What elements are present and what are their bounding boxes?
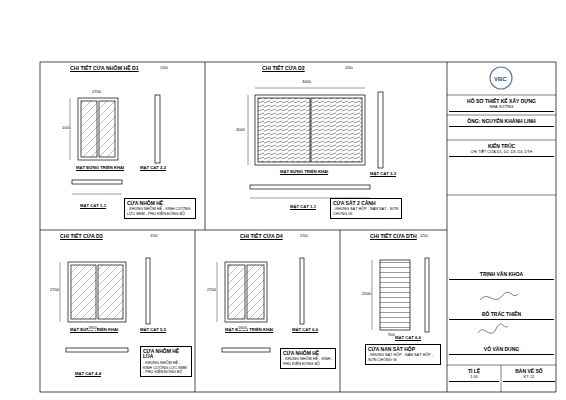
dimension-text: VBC xyxy=(494,76,507,82)
title-block-cell: HỒ SƠ THIẾT KẾ XÂY DỰNGNHÀ XƯỞNG xyxy=(449,97,554,112)
dimension-text: 1/50 xyxy=(420,234,428,238)
view-label: MẶT CẮT 4-4 xyxy=(75,372,101,376)
view-label: MẶT ĐỨNG TRIỂN KHAI xyxy=(225,328,273,332)
box-body: - KHUNG NHÔM HỆ - KÍNH - PHỤ KIỆN ĐỒNG B… xyxy=(283,357,333,366)
box-heading: CỬA NHÔM HỆ xyxy=(283,351,333,357)
detail-title: CHI TIẾT CỬA NHÔM HỆ D1 xyxy=(70,66,139,71)
dimension-text: 900 xyxy=(388,333,395,337)
dimension-text: 1000 xyxy=(62,126,71,130)
box-body: - KHUNG NHÔM HỆ - KÍNH CƯỜNG LỰC 8MM - P… xyxy=(127,207,193,216)
view-label: MẶT CẮT 1-1 xyxy=(80,204,106,208)
dimension-text: 2700 xyxy=(50,288,59,292)
title-block-cell: VÕ VĂN DUNG xyxy=(449,345,554,355)
dimension-text: 1800 xyxy=(88,326,97,330)
view-label: MẶT CẮT 6-6 xyxy=(292,328,318,332)
box-heading: KIẾN TRÚC xyxy=(451,144,552,150)
detail-title: CHI TIẾT CỬA D4 xyxy=(240,234,283,239)
box-body: NHÀ XƯỞNG xyxy=(451,105,552,110)
view-label: MẶT CẮT 3-3 xyxy=(370,172,396,176)
dimension-text: 2700 xyxy=(92,90,101,94)
box-heading: HỒ SƠ THIẾT KẾ XÂY DỰNG xyxy=(451,99,552,105)
title-block-cell: ĐỖ TRÁC THIÊN xyxy=(449,310,554,320)
spec-box: CỬA NHÔM HỆ- KHUNG NHÔM HỆ - KÍNH - PHỤ … xyxy=(280,348,336,369)
dimension-text: 1600 xyxy=(238,326,247,330)
box-body: KT: 21 xyxy=(505,375,553,380)
box-heading: TỈ LỆ xyxy=(451,369,497,375)
box-heading: CỬA SẮT 2 CÁNH xyxy=(333,201,399,207)
box-body: - KHUNG SẮT HỘP - NAN SẮT HỘP - SƠN CHỐN… xyxy=(368,353,438,362)
detail-title: CHI TIẾT CỬA D2 xyxy=(262,66,305,71)
dimension-text: 2700 xyxy=(207,288,216,292)
view-label: MẶT ĐỨNG TRIỂN KHAI xyxy=(76,166,124,170)
box-heading: ÔNG: NGUYỄN KHÁNH LINH xyxy=(451,119,552,125)
detail-title: CHI TIẾT CỬA DTH xyxy=(370,234,417,239)
view-label: MẶT CẮT 5-5 xyxy=(140,328,166,332)
box-heading: CỬA NHÔM HỆ xyxy=(127,201,193,207)
box-body: - KHUNG NHÔM HỆ - KÍNH CƯỜNG LỰC 8MM - P… xyxy=(143,361,189,375)
box-body: CHI TIẾT CỬA D1, D2, D3, D4, DTH xyxy=(451,150,552,155)
dimension-text: 2500 xyxy=(362,292,371,296)
dimension-text: 1/50 xyxy=(345,66,353,70)
box-heading: VÕ VĂN DUNG xyxy=(451,347,552,353)
dimension-text: 1/50 xyxy=(300,234,308,238)
box-heading: BẢN VẼ SỐ xyxy=(505,369,553,375)
dimension-text: 3000 xyxy=(302,80,311,84)
view-label: MẶT CẮT 2-2 xyxy=(140,166,166,170)
box-heading: CỬA NHÔM HỆ LÙA xyxy=(143,349,189,361)
title-block-cell: TỈ LỆ1:50 xyxy=(449,367,499,382)
box-heading: TRỊNH VĂN KHOA xyxy=(451,272,552,278)
dimension-text: 4000 xyxy=(236,128,245,132)
spec-box: CỬA NHÔM HỆ LÙA- KHUNG NHÔM HỆ - KÍNH CƯ… xyxy=(140,346,192,377)
spec-box: CỬA NAN SẮT HỘP- KHUNG SẮT HỘP - NAN SẮT… xyxy=(365,344,441,365)
title-block-cell: KIẾN TRÚCCHI TIẾT CỬA D1, D2, D3, D4, DT… xyxy=(449,142,554,157)
box-body: - KHUNG SẮT HỘP - NAN SẮT - SƠN CHỐNG GỈ xyxy=(333,207,399,216)
spec-box: CỬA NHÔM HỆ- KHUNG NHÔM HỆ - KÍNH CƯỜNG … xyxy=(124,198,196,219)
view-label: MẶT CẮT 1-1 xyxy=(290,205,316,209)
title-block-cell: BẢN VẼ SỐKT: 21 xyxy=(503,367,555,382)
box-heading: CỬA NAN SẮT HỘP xyxy=(368,347,438,353)
box-body: 1:50 xyxy=(451,375,497,380)
view-label: MẶT CẮT 6-6 xyxy=(395,336,421,340)
view-label: MẶT ĐỨNG TRIỂN KHAI xyxy=(280,170,328,174)
title-block-cell: TRỊNH VĂN KHOA xyxy=(449,270,554,280)
dimension-text: 1/50 xyxy=(150,234,158,238)
dimension-text: 1/50 xyxy=(160,66,168,70)
spec-box: CỬA SẮT 2 CÁNH- KHUNG SẮT HỘP - NAN SẮT … xyxy=(330,198,402,219)
detail-title: CHI TIẾT CỬA D3 xyxy=(60,234,103,239)
title-block-cell: ÔNG: NGUYỄN KHÁNH LINH xyxy=(449,117,554,127)
box-heading: ĐỖ TRÁC THIÊN xyxy=(451,312,552,318)
